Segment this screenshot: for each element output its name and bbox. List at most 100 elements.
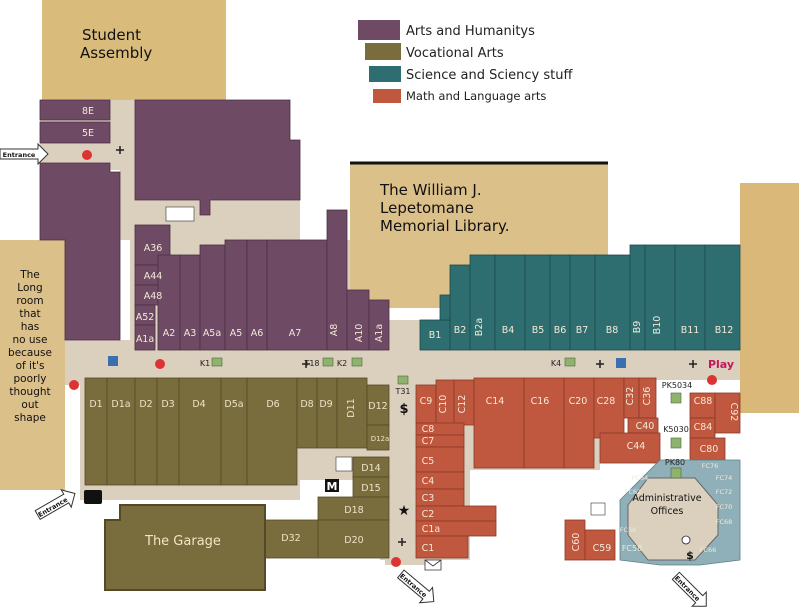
- soda-machine-icon: [69, 380, 79, 390]
- entrance-southeast[interactable]: Entrance: [669, 569, 714, 614]
- room-label: D5a: [224, 399, 243, 410]
- kiosk-label: T18: [303, 359, 319, 368]
- entrance-west[interactable]: Entrance: [0, 142, 49, 166]
- svg-text:Entrance: Entrance: [673, 574, 702, 603]
- room-label: B9: [632, 321, 643, 334]
- room-label: D14: [361, 463, 380, 474]
- svg-text:no use: no use: [12, 334, 47, 346]
- svg-text:poorly: poorly: [14, 373, 47, 385]
- soda-machine-icon: [82, 150, 92, 160]
- legend-swatch-math: [373, 89, 401, 103]
- room-label: C12: [457, 395, 468, 414]
- room-label: FC70: [716, 503, 733, 511]
- room-label: A1a: [136, 334, 154, 345]
- room-label: D12a: [371, 435, 390, 443]
- escalator-icon: [689, 360, 697, 368]
- library-label-1: The William J.: [379, 181, 482, 199]
- student-assembly-label-2: Assembly: [80, 44, 152, 62]
- room-label: C9: [420, 396, 433, 407]
- legend: Arts and Humanitys Vocational Arts Scien…: [358, 20, 573, 103]
- room-label: B1: [429, 330, 442, 341]
- room-label: A52: [136, 312, 155, 323]
- room-label: C8: [422, 424, 435, 435]
- escalator-icon: [116, 146, 124, 154]
- vocational-room-labels: D1 D1a D2 D3 D4 D5a D6 D8 D9 D11 D12 D12…: [89, 398, 389, 546]
- svg-text:thought: thought: [9, 386, 50, 398]
- kiosk-label: K5030: [663, 425, 689, 434]
- room-label: C1a: [422, 524, 441, 535]
- vocational-wing: [84, 377, 390, 591]
- kiosks: K1 T18 K2 T31 K4 PK5034 K5030 PK80: [200, 357, 692, 479]
- legend-label-math: Math and Language arts: [406, 89, 546, 103]
- student-assembly-area: [42, 0, 226, 100]
- room-label: D11: [346, 398, 357, 417]
- metro-icon: [325, 479, 339, 492]
- long-room-note: The Long room that has no use because of…: [8, 269, 52, 424]
- restroom-icon: [335, 456, 353, 472]
- science-room-labels: B1 B2 B2a B4 B5 B6 B7 B8 B9 B10 B11 B12: [429, 316, 734, 341]
- administrative-offices: [619, 459, 741, 566]
- room-label: C5: [422, 456, 435, 467]
- soda-machine-icon: [155, 359, 165, 369]
- entrance-south[interactable]: Entrance: [394, 566, 440, 609]
- room-label: A7: [289, 328, 302, 339]
- room-label: FC72: [716, 488, 733, 496]
- metro-label: M: [327, 480, 338, 493]
- play-logo: Play: [708, 358, 734, 371]
- room-label: D3: [161, 399, 174, 410]
- room-label: C2: [422, 509, 435, 520]
- room-label: C10: [438, 395, 449, 414]
- kiosk-label: PK5034: [662, 381, 692, 390]
- room-label: D1a: [111, 399, 130, 410]
- legend-label-arts: Arts and Humanitys: [406, 24, 535, 39]
- room-label: D6: [266, 399, 279, 410]
- legend-swatch-vocational: [365, 43, 401, 60]
- escalator-icon: [596, 360, 604, 368]
- student-assembly-label-1: Student: [82, 26, 141, 44]
- entrance-southwest[interactable]: Entrance: [33, 485, 80, 524]
- kiosk-label: K2: [337, 359, 347, 368]
- library-label-2: Lepetomane: [380, 199, 474, 217]
- room-label: B2: [454, 325, 467, 336]
- map-icons: M $ $ ★ Play: [69, 146, 734, 571]
- legend-label-science: Science and Sciency stuff: [406, 68, 573, 83]
- room-label: D20: [344, 535, 363, 546]
- room-label: C20: [569, 396, 588, 407]
- room-label: C40: [636, 421, 655, 432]
- room-label: D9: [319, 399, 332, 410]
- room-label: C80: [700, 444, 719, 455]
- room-label: B5: [532, 325, 545, 336]
- room-label: C44: [627, 441, 646, 452]
- room-label: A2: [163, 328, 176, 339]
- arts-room-labels: 8E 5E A36 A44 A48 A52 A1a A2 A3 A5a A5 A…: [82, 106, 385, 345]
- restroom-icon: [590, 502, 606, 516]
- room-label: C3: [422, 493, 435, 504]
- soda-machine-icon: [391, 557, 401, 567]
- room-label: A5: [230, 328, 243, 339]
- svg-text:that: that: [19, 308, 40, 320]
- math-room-labels: C9 C10 C12 C14 C16 C20 C28 C32 C36 C8 C7…: [420, 387, 739, 554]
- legend-swatch-science: [369, 66, 401, 82]
- room-label: A5a: [203, 328, 221, 339]
- kiosk-label: K1: [200, 359, 210, 368]
- room-label: D4: [192, 399, 205, 410]
- svg-text:has: has: [21, 321, 40, 333]
- room-label: 5E: [82, 128, 94, 139]
- room-label: A3: [184, 328, 197, 339]
- room-label: C1: [422, 543, 435, 554]
- room-label: C28: [597, 396, 616, 407]
- library-label-3: Memorial Library.: [380, 217, 510, 235]
- svg-text:The: The: [19, 269, 40, 281]
- svg-text:Long: Long: [17, 282, 42, 294]
- room-label: FC64: [632, 474, 649, 482]
- room-label: A6: [251, 328, 264, 339]
- east-tan-area: [740, 183, 799, 413]
- svg-text:of it's: of it's: [16, 360, 45, 372]
- room-label: D32: [281, 533, 300, 544]
- soda-machine-icon: [707, 375, 717, 385]
- room-label: B4: [502, 325, 515, 336]
- room-label: C16: [531, 396, 550, 407]
- room-label: A10: [354, 324, 365, 343]
